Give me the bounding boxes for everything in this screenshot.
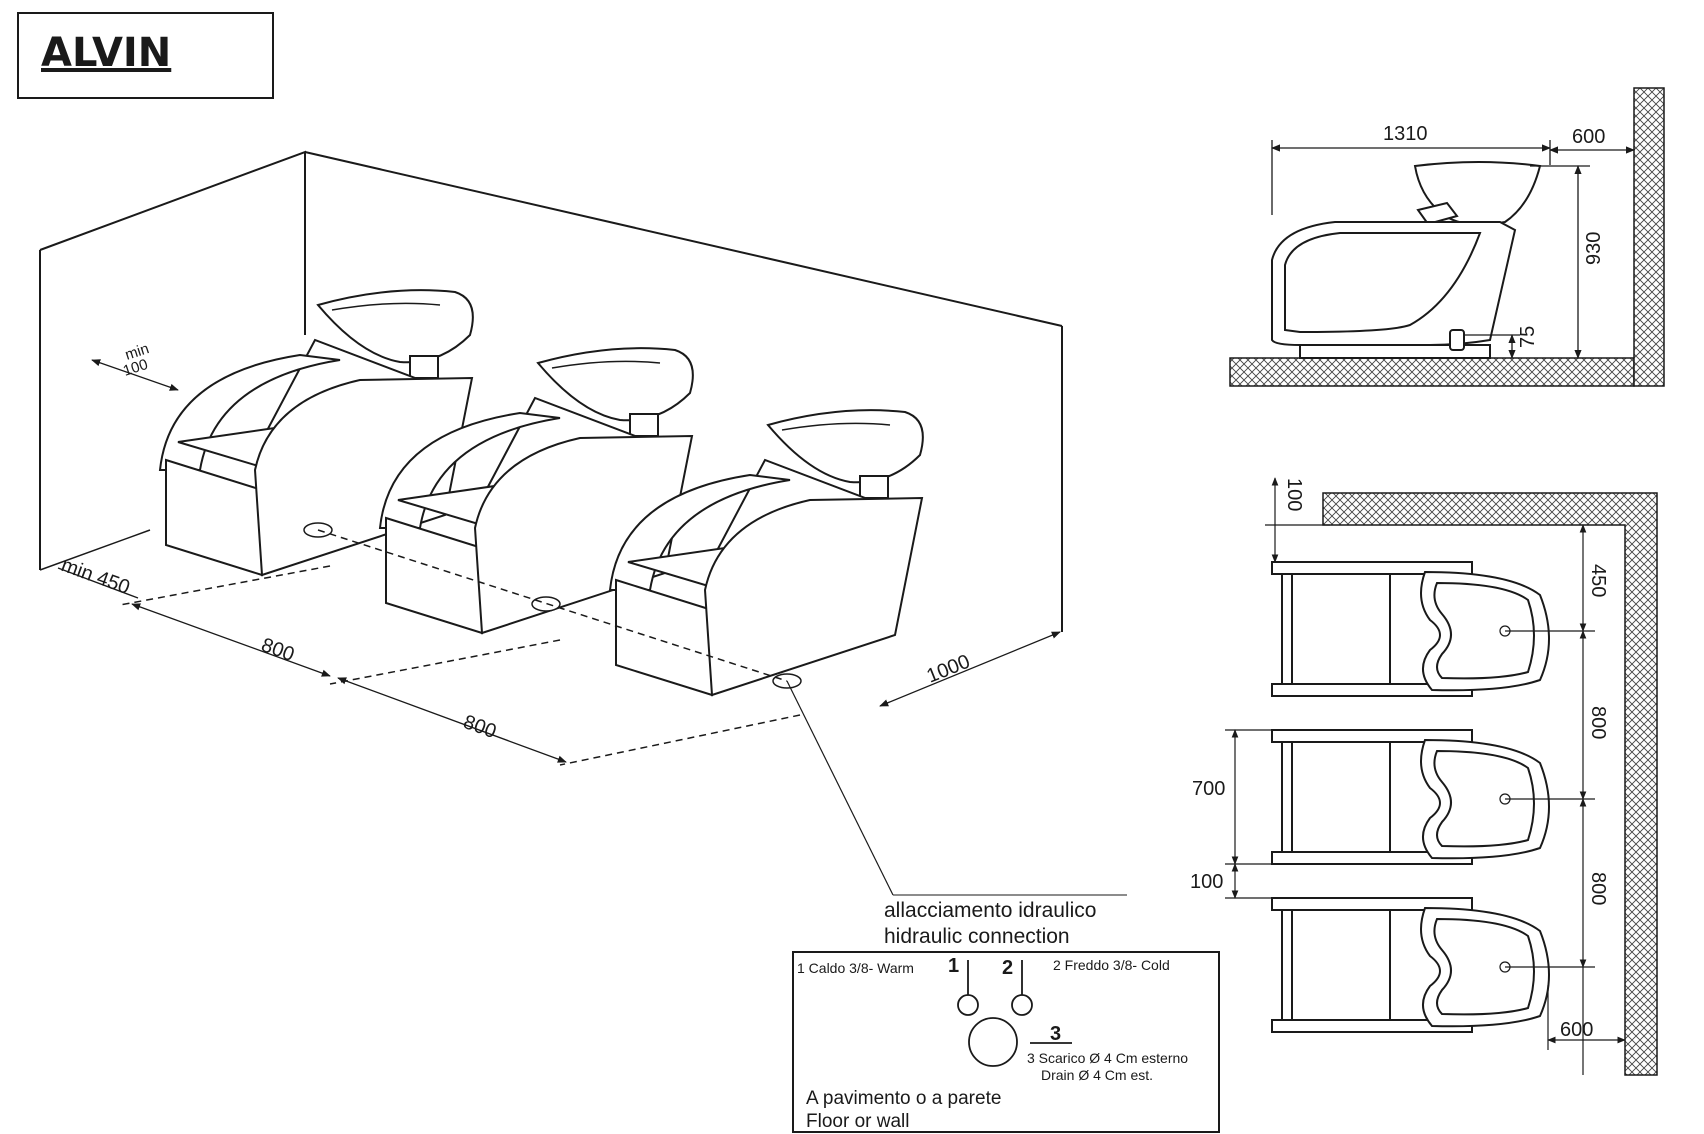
plan-chair-1 xyxy=(1271,561,1550,697)
plan-chair-3 xyxy=(1271,897,1550,1033)
dim-1000: 1000 xyxy=(924,651,974,688)
connection-heading-it: allacciamento idraulico xyxy=(884,899,1096,922)
product-title: ALVIN xyxy=(41,30,172,76)
dim-plan-450: 450 xyxy=(1587,564,1609,597)
dim-min100-a: min xyxy=(123,340,151,364)
warm-pipe xyxy=(957,994,979,1016)
plan-view: 100 450 800 800 700 100 600 xyxy=(1190,477,1658,1076)
dim-min450: min 450 xyxy=(58,554,132,599)
iso-dimensions xyxy=(57,359,1061,763)
drain-label-en: Drain Ø 4 Cm est. xyxy=(1041,1067,1153,1083)
side-wall xyxy=(1633,87,1665,387)
title-box: ALVIN xyxy=(17,12,274,99)
iso-chair-3 xyxy=(608,409,924,697)
floor-label-it: A pavimento o a parete xyxy=(806,1088,1001,1109)
cold-label: 2 Freddo 3/8- Cold xyxy=(1053,957,1170,973)
iso-chair-2 xyxy=(378,347,694,635)
drain-label-it: 3 Scarico Ø 4 Cm esterno xyxy=(1027,1050,1188,1066)
connection-heading-en: hidraulic connection xyxy=(884,925,1070,948)
dim-plan-100-top: 100 xyxy=(1283,478,1305,511)
dim-plan-800-a: 800 xyxy=(1587,706,1609,739)
dim-plan-800-b: 800 xyxy=(1587,872,1609,905)
dim-plan-700: 700 xyxy=(1192,778,1225,800)
connection-legend: allacciamento idraulico hidraulic connec… xyxy=(792,899,1220,1133)
warm-label: 1 Caldo 3/8- Warm xyxy=(797,960,914,976)
leader-line xyxy=(786,680,894,896)
dim-930: 930 xyxy=(1583,232,1605,265)
iso-floor-connections xyxy=(119,522,1127,896)
room-left-wall xyxy=(39,150,306,335)
dim-min100-b: 100 xyxy=(121,356,150,380)
iso-chair-1 xyxy=(158,289,474,577)
room-floor-edge xyxy=(39,529,151,571)
dim-75: 75 xyxy=(1517,326,1539,348)
dim-side-600: 600 xyxy=(1572,126,1605,148)
side-view: 1310 600 930 75 xyxy=(1229,87,1665,387)
side-floor xyxy=(1229,357,1635,387)
isometric-room xyxy=(39,150,1063,632)
dim-800-b: 800 xyxy=(460,711,499,743)
connection-box xyxy=(792,951,1220,1133)
dim-1310: 1310 xyxy=(1383,123,1428,145)
cold-pipe xyxy=(1011,994,1033,1016)
room-back-wall-top xyxy=(304,151,1063,327)
floor-label-en: Floor or wall xyxy=(806,1111,909,1132)
dim-plan-600-bottom: 600 xyxy=(1560,1019,1593,1041)
connection-num-2: 2 xyxy=(1002,957,1013,979)
plan-chair-2 xyxy=(1271,729,1550,865)
drain-pipe xyxy=(968,1017,1018,1067)
connection-num-1: 1 xyxy=(948,955,959,977)
connection-num-3: 3 xyxy=(1050,1023,1061,1045)
dim-800-a: 800 xyxy=(258,634,297,666)
dim-plan-100-mid: 100 xyxy=(1190,871,1223,893)
